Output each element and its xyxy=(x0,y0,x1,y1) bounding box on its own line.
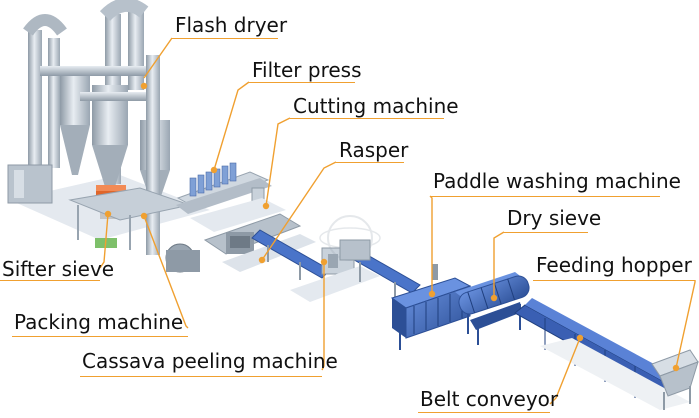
leader-feeding-hopper xyxy=(675,280,696,369)
leader-dot-cutting-machine xyxy=(262,202,270,210)
underline-dry-sieve xyxy=(504,232,588,233)
label-cassava-peeling-machine: Cassava peeling machine xyxy=(82,349,338,373)
leader-dot-flash-dryer xyxy=(140,82,148,90)
label-filter-press: Filter press xyxy=(252,58,362,82)
leader-dot-dry-sieve xyxy=(490,294,498,302)
label-dry-sieve: Dry sieve xyxy=(507,206,602,230)
leader-dot-rasper xyxy=(258,256,266,264)
cyclone-left xyxy=(60,70,90,175)
underline-paddle-washing-machine xyxy=(430,196,660,197)
underline-cutting-machine xyxy=(290,118,444,119)
label-feeding-hopper: Feeding hopper xyxy=(536,253,692,277)
filter-press xyxy=(176,162,286,232)
leader-belt-conveyor xyxy=(549,337,581,405)
leader-cutting-machine xyxy=(265,117,291,207)
leader-dot-paddle-washing xyxy=(428,290,436,298)
leader-dry-sieve xyxy=(493,231,505,298)
underline-sifter-sieve xyxy=(0,280,100,281)
leader-cassava-peeling xyxy=(321,262,325,371)
underline-filter-press xyxy=(249,82,355,83)
underline-belt-conveyor xyxy=(418,412,550,413)
underline-flash-dryer xyxy=(172,38,278,39)
label-belt-conveyor: Belt conveyor xyxy=(420,387,559,411)
leader-dot-packing-machine xyxy=(140,212,148,220)
leader-lines xyxy=(99,37,696,405)
leader-flash-dryer xyxy=(143,37,173,79)
label-paddle-washing-machine: Paddle washing machine xyxy=(433,169,681,193)
label-rasper: Rasper xyxy=(339,138,409,162)
underline-rasper xyxy=(336,162,404,163)
underline-feeding-hopper xyxy=(533,280,695,281)
label-cutting-machine: Cutting machine xyxy=(293,94,459,118)
leader-dot-feeding-hopper xyxy=(672,364,680,372)
belt-conveyor xyxy=(514,298,690,410)
label-flash-dryer: Flash dryer xyxy=(175,13,288,37)
leader-rasper xyxy=(261,161,337,261)
leader-dot-cassava-peeling xyxy=(320,258,328,266)
flash-dryer xyxy=(7,0,210,273)
leader-paddle-washing xyxy=(429,195,433,294)
leader-filter-press xyxy=(213,81,250,171)
underline-packing-machine xyxy=(12,336,188,337)
underline-cassava-peeling-machine xyxy=(80,376,322,377)
label-sifter-sieve: Sifter sieve xyxy=(2,257,115,281)
leader-dot-sifter-sieve xyxy=(104,210,112,218)
feeding-hopper xyxy=(651,349,699,410)
leader-sifter-sieve xyxy=(99,213,109,269)
leader-packing-machine xyxy=(143,215,189,329)
leader-dot-filter-press xyxy=(210,166,218,174)
label-packing-machine: Packing machine xyxy=(14,310,184,334)
leader-dot-belt-conveyor xyxy=(576,334,584,342)
